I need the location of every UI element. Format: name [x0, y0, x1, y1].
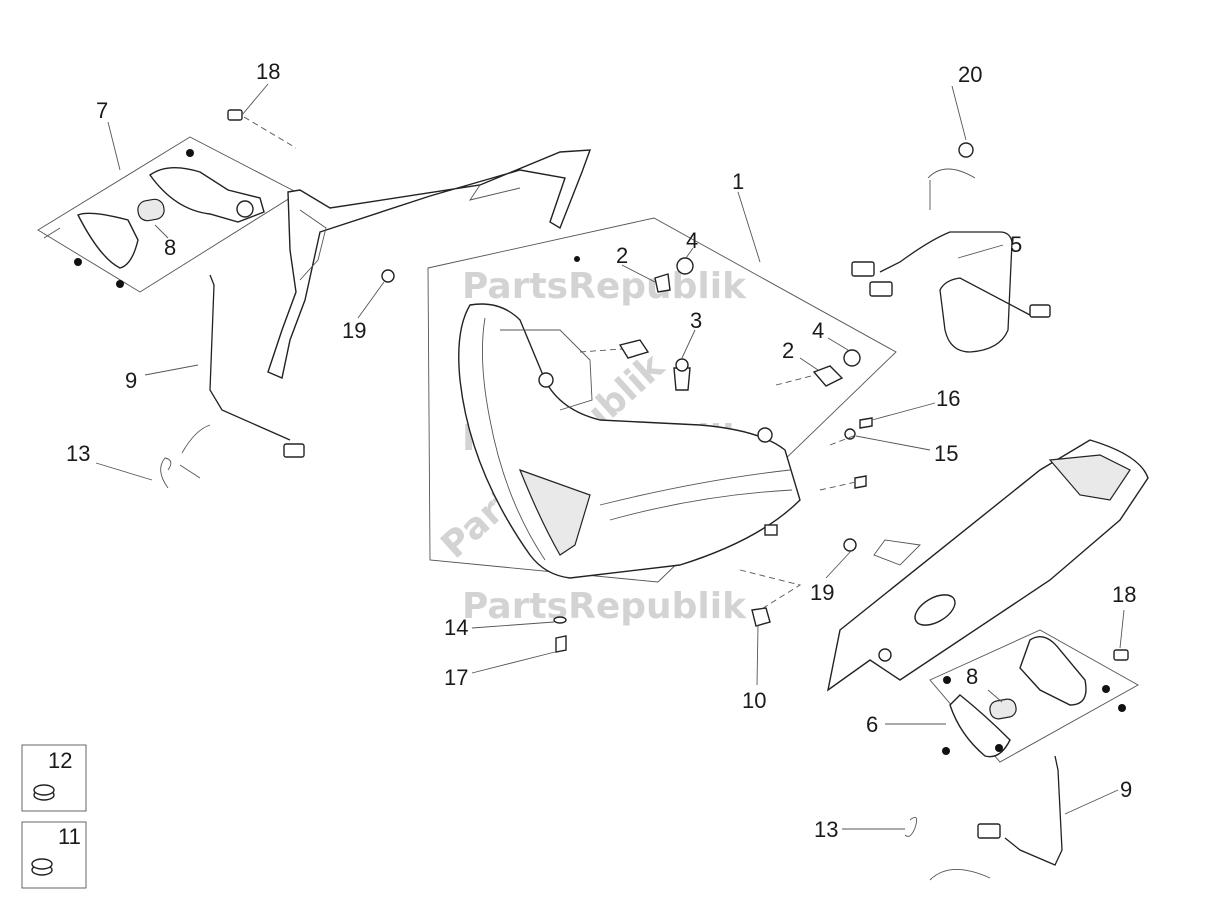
headlight-assembly — [458, 303, 801, 579]
inset-box-12 — [21, 744, 87, 812]
callout-9-right: 9 — [1120, 777, 1132, 802]
callout-11: 11 — [58, 824, 81, 849]
callout-13-left: 13 — [66, 441, 90, 466]
bulbs-group — [574, 256, 861, 391]
callout-15: 15 — [934, 441, 958, 466]
callout-3: 3 — [690, 308, 702, 333]
right-indicator-assembly — [942, 636, 1126, 758]
callout-13-right: 13 — [814, 817, 838, 842]
right-bracket — [826, 439, 1149, 692]
callout-8-left: 8 — [164, 235, 176, 260]
callout-9-left: 9 — [125, 368, 137, 393]
callout-12: 12 — [48, 748, 72, 773]
watermark-1: PartsRepublik — [462, 266, 747, 307]
inset-box-11 — [21, 821, 87, 889]
watermark-3: PartsRepublik — [462, 586, 747, 627]
callout-8-right: 8 — [966, 664, 978, 689]
left-indicator-assembly — [43, 116, 297, 288]
callout-18-right: 18 — [1112, 582, 1136, 607]
callout-16: 16 — [936, 386, 960, 411]
callout-4-top: 4 — [686, 228, 698, 253]
callout-2-top: 2 — [616, 243, 628, 268]
left-cable — [160, 274, 305, 489]
callout-14: 14 — [444, 615, 468, 640]
callout-10: 10 — [742, 688, 766, 713]
left-bracket — [267, 149, 592, 379]
right-cable — [904, 755, 1063, 881]
callout-18-top: 18 — [256, 59, 280, 84]
wiring-harness — [851, 168, 1051, 353]
leader-lines — [95, 83, 1125, 830]
callout-6: 6 — [866, 712, 878, 737]
callout-17: 17 — [444, 665, 468, 690]
callout-4-right: 4 — [812, 318, 824, 343]
callouts: 7 18 8 19 9 13 1 2 4 3 2 4 20 5 16 15 19… — [48, 59, 1136, 849]
callout-1: 1 — [732, 169, 744, 194]
callout-19-right: 19 — [810, 580, 834, 605]
callout-7: 7 — [96, 98, 108, 123]
callout-19-left: 19 — [342, 318, 366, 343]
callout-2-right: 2 — [782, 338, 794, 363]
callout-5: 5 — [1010, 232, 1022, 257]
callout-20: 20 — [958, 62, 982, 87]
small-hardware — [227, 109, 1129, 661]
